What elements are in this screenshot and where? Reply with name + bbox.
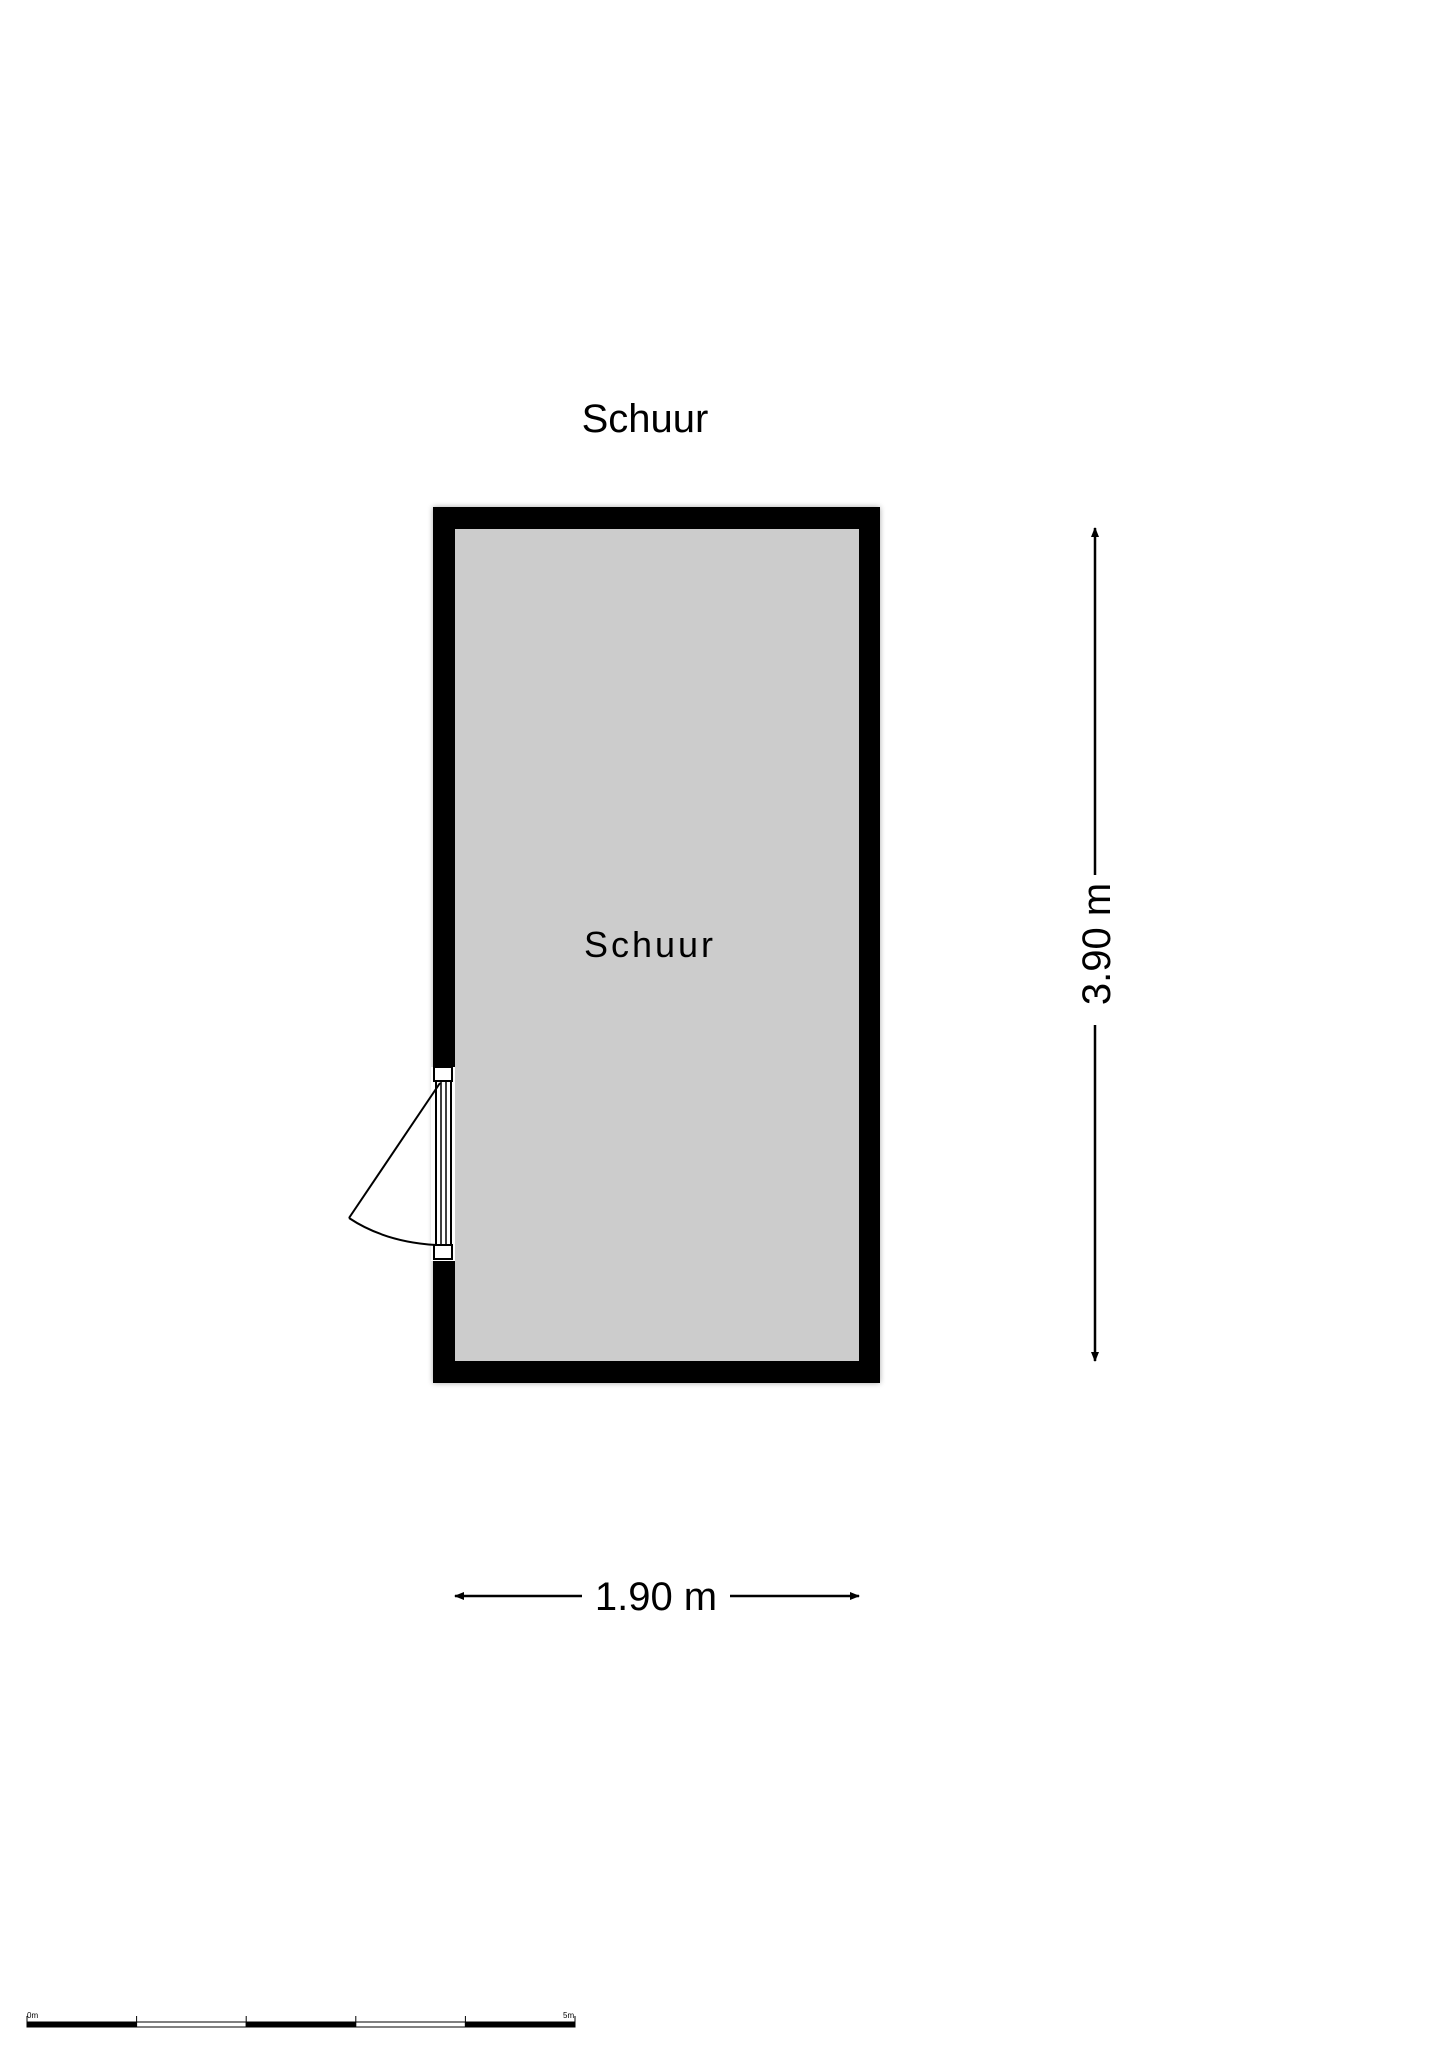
scale-bar-segment [464,2021,576,2028]
room-schuur [433,507,880,1383]
width-dimension-label: 1.90 m [595,1575,717,1619]
floor-title: Schuur [582,397,709,441]
room-label: Schuur [584,924,716,965]
scale-bar-segment [355,2021,466,2028]
height-dimension-label: 3.90 m [1075,883,1119,1005]
door-leaf [348,1082,441,1219]
door-swing-arc [348,1217,437,1246]
width-dimension: 1.90 m [454,1575,860,1619]
scale-bar-start-label: 0m [27,2011,38,2020]
scale-bar: 0m 5m [26,2011,576,2028]
scale-bar-segment [245,2021,357,2028]
room-floor [455,529,859,1361]
door [348,1066,455,1271]
scale-bar-segment [136,2021,247,2028]
scale-bar-end-label: 5m [563,2011,574,2020]
scale-bar-segment [26,2021,138,2028]
height-dimension: 3.90 m [1075,527,1119,1362]
